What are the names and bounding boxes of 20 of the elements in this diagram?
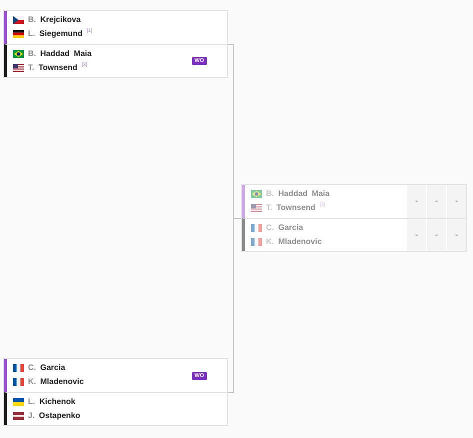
player-name: C. Garcia (266, 223, 304, 233)
team-row (242, 185, 466, 218)
player-name: L. Siegemund $^{[1]}$ (28, 29, 92, 39)
match-card (3, 10, 228, 78)
team-row (242, 218, 466, 251)
player-name: K. Mladenovic (266, 237, 322, 247)
player-name: L. Kichenok (28, 397, 76, 407)
player-name: T. Townsend $^{[3]}$ (28, 63, 88, 73)
team-row (4, 44, 227, 77)
player-name: T. Townsend $^{[3]}$ (266, 203, 326, 213)
player-name: K. Mladenovic (28, 377, 84, 387)
match-card (3, 358, 228, 426)
bracket-line (228, 218, 242, 393)
player-name: B. Krejcikova (28, 15, 81, 25)
player-name: B. Haddad Maia (28, 49, 92, 59)
player-name: C. Garcia (28, 363, 66, 373)
player-name: B. Haddad Maia (266, 189, 330, 199)
player-name: J. Ostapenko (28, 411, 80, 421)
team-row (4, 392, 227, 425)
match-card (241, 184, 467, 252)
